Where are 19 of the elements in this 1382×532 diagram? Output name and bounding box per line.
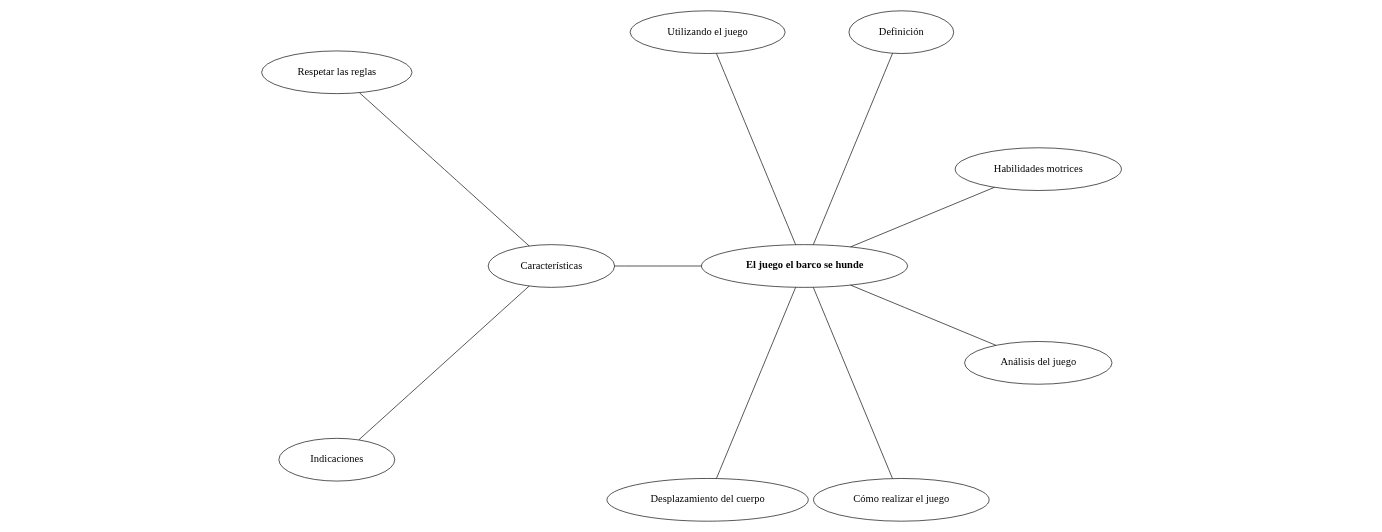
connector <box>849 187 995 248</box>
node-ellipse: El juego el barco se hunde <box>700 244 908 288</box>
connector <box>715 287 796 479</box>
connector <box>358 285 530 441</box>
connector <box>812 52 893 245</box>
node-ellipse: Habilidades motrices <box>954 147 1122 191</box>
node-ellipse: Indicaciones <box>278 438 395 482</box>
connector <box>812 287 893 479</box>
connector <box>358 92 530 247</box>
node-ellipse: Utilizando el juego <box>629 10 785 54</box>
node-ellipse: Cómo realizar el juego <box>812 478 989 522</box>
node-ellipse: Características <box>487 244 615 288</box>
node-ellipse: Desplazamiento del cuerpo <box>606 478 809 522</box>
connector <box>849 284 996 346</box>
connector <box>613 265 702 267</box>
connector <box>715 53 796 245</box>
node-ellipse: Definición <box>848 10 954 54</box>
node-ellipse: Análisis del juego <box>963 341 1112 385</box>
node-ellipse: Respetar las reglas <box>260 50 412 94</box>
